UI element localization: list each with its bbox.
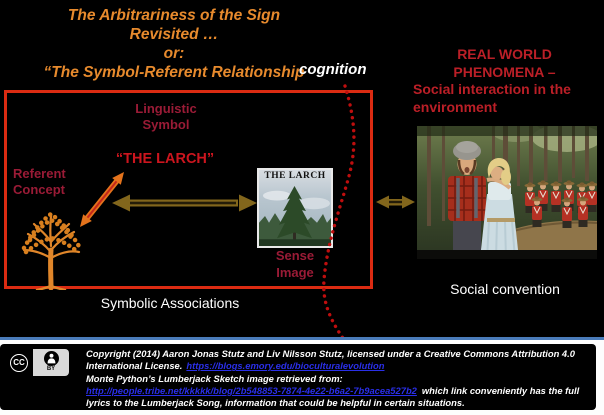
license-footer-bar: CC BY Copyright (2014) Aaron Jonas Stutz… <box>0 337 604 415</box>
title-line-2: Revisited … <box>129 26 219 43</box>
copyright-line-2: International License.https://blogs.emor… <box>86 360 385 372</box>
cc-logo-icon: CC <box>5 349 33 376</box>
referent-tree-icon <box>16 200 88 292</box>
cognition-label: cognition <box>299 61 367 78</box>
real-world-line-2: PHENOMENA – <box>453 63 556 80</box>
larch-tree-picture <box>259 185 331 246</box>
license-text-panel: CC BY Copyright (2014) Aaron Jonas Stutz… <box>0 344 596 410</box>
slide-title: The Arbitrariness of the Sign Revisited … <box>8 6 340 82</box>
sense-image-label: Sense Image <box>275 248 315 280</box>
copyright-line-5: lyrics to the Lumberjack Song, informati… <box>86 397 465 409</box>
lumberjack-image-source-link[interactable]: http://people.tribe.net/kkkkk/blog/2b548… <box>86 384 417 396</box>
linguistic-symbol-label: Linguistic Symbol <box>135 101 197 132</box>
attribution-by-icon: BY <box>33 349 69 376</box>
lumberjack-figure <box>448 141 486 259</box>
symbolic-associations-label: Symbolic Associations <box>100 295 240 311</box>
woman-figure <box>480 158 519 259</box>
title-line-1: The Arbitrariness of the Sign <box>67 7 281 24</box>
blog-link[interactable]: https://blogs.emory.edu/bioculturalevolu… <box>186 360 385 372</box>
title-line-4: “The Symbol-Referent Relationship <box>43 64 305 81</box>
social-convention-label: Social convention <box>450 281 560 297</box>
larch-image-caption: THE LARCH <box>264 171 326 181</box>
lumberjack-sketch-photo <box>417 126 597 259</box>
cc-by-license-badge[interactable]: CC BY <box>5 349 69 376</box>
copyright-text: Copyright (2014) Aaron Jonas Stutz and L… <box>86 348 594 409</box>
referent-concept-label: Referent Concept <box>13 166 66 197</box>
real-world-phenomena-label: REAL WORLD PHENOMENA – Social interactio… <box>413 46 596 116</box>
copyright-line-3: Monte Python’s Lumberjack Sketch image r… <box>86 372 343 384</box>
title-line-3: or: <box>163 45 185 62</box>
real-world-line-1: REAL WORLD <box>457 46 552 62</box>
real-world-line-3: Social interaction in the environment <box>413 81 571 115</box>
copyright-line-4: http://people.tribe.net/kkkkk/blog/2b548… <box>86 384 580 396</box>
copyright-line-1: Copyright (2014) Aaron Jonas Stutz and L… <box>86 348 575 359</box>
senseimage-realworld-arrow <box>376 195 415 209</box>
attribution-person-icon <box>43 351 59 366</box>
symbolic-associations-frame <box>4 90 373 289</box>
the-larch-word-label: “THE LARCH” <box>115 151 215 167</box>
larch-sense-image: THE LARCH <box>257 168 333 248</box>
